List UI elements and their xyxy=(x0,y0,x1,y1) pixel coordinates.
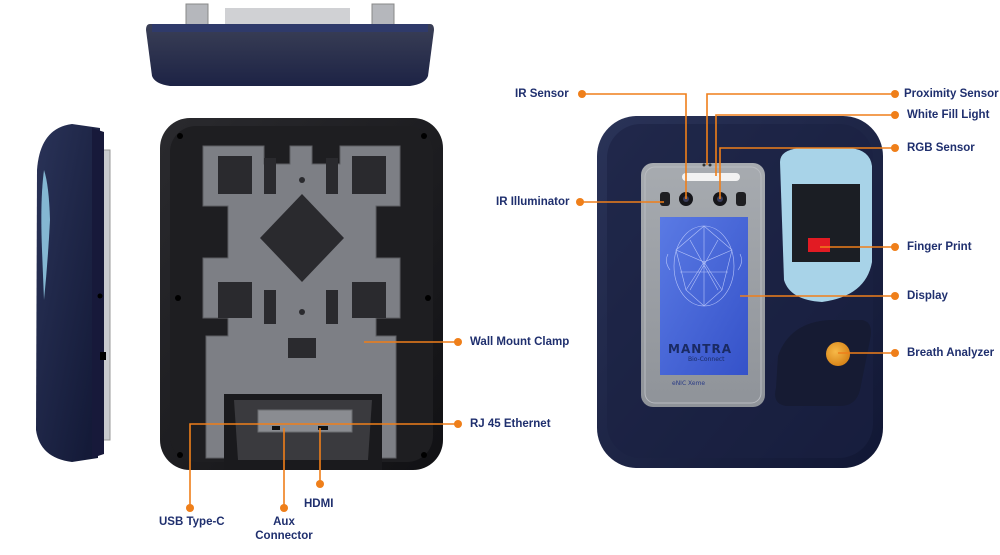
face-mesh-graphic xyxy=(666,225,742,307)
front-view xyxy=(597,116,883,468)
label-white-fill-light: White Fill Light xyxy=(907,109,990,121)
label-proximity-sensor: Proximity Sensor xyxy=(904,88,999,100)
label-ir-illuminator: IR Illuminator xyxy=(496,196,570,208)
back-view xyxy=(160,118,443,470)
label-aux-line2: Connector xyxy=(255,530,313,542)
brand-logo-text: MANTRA xyxy=(668,342,732,356)
label-rj45-ethernet: RJ 45 Ethernet xyxy=(470,418,551,430)
label-usb-type-c: USB Type-C xyxy=(159,516,225,528)
callout-usb-type-c xyxy=(189,423,458,508)
label-display: Display xyxy=(907,290,948,302)
chip-logo-text: eNIC Xeme xyxy=(672,380,706,387)
side-view xyxy=(36,124,111,462)
label-wall-mount-clamp: Wall Mount Clamp xyxy=(470,336,570,348)
label-hdmi: HDMI xyxy=(304,498,334,510)
label-aux-connector: Aux Connector xyxy=(250,515,318,543)
callout-dots xyxy=(186,90,899,512)
label-breath-analyzer: Breath Analyzer xyxy=(907,347,995,359)
callout-white-fill-light xyxy=(715,114,895,176)
label-aux-line1: Aux xyxy=(273,516,295,528)
top-view xyxy=(146,3,434,86)
label-ir-sensor: IR Sensor xyxy=(515,88,569,100)
label-finger-print: Finger Print xyxy=(907,241,972,253)
label-rgb-sensor: RGB Sensor xyxy=(907,142,975,154)
callout-ir-sensor xyxy=(582,93,687,199)
callout-proximity-sensor xyxy=(706,93,895,165)
brand-subtext: Bio-Connect xyxy=(688,356,725,363)
callout-rgb-sensor xyxy=(719,147,895,199)
callout-lines xyxy=(189,93,895,508)
